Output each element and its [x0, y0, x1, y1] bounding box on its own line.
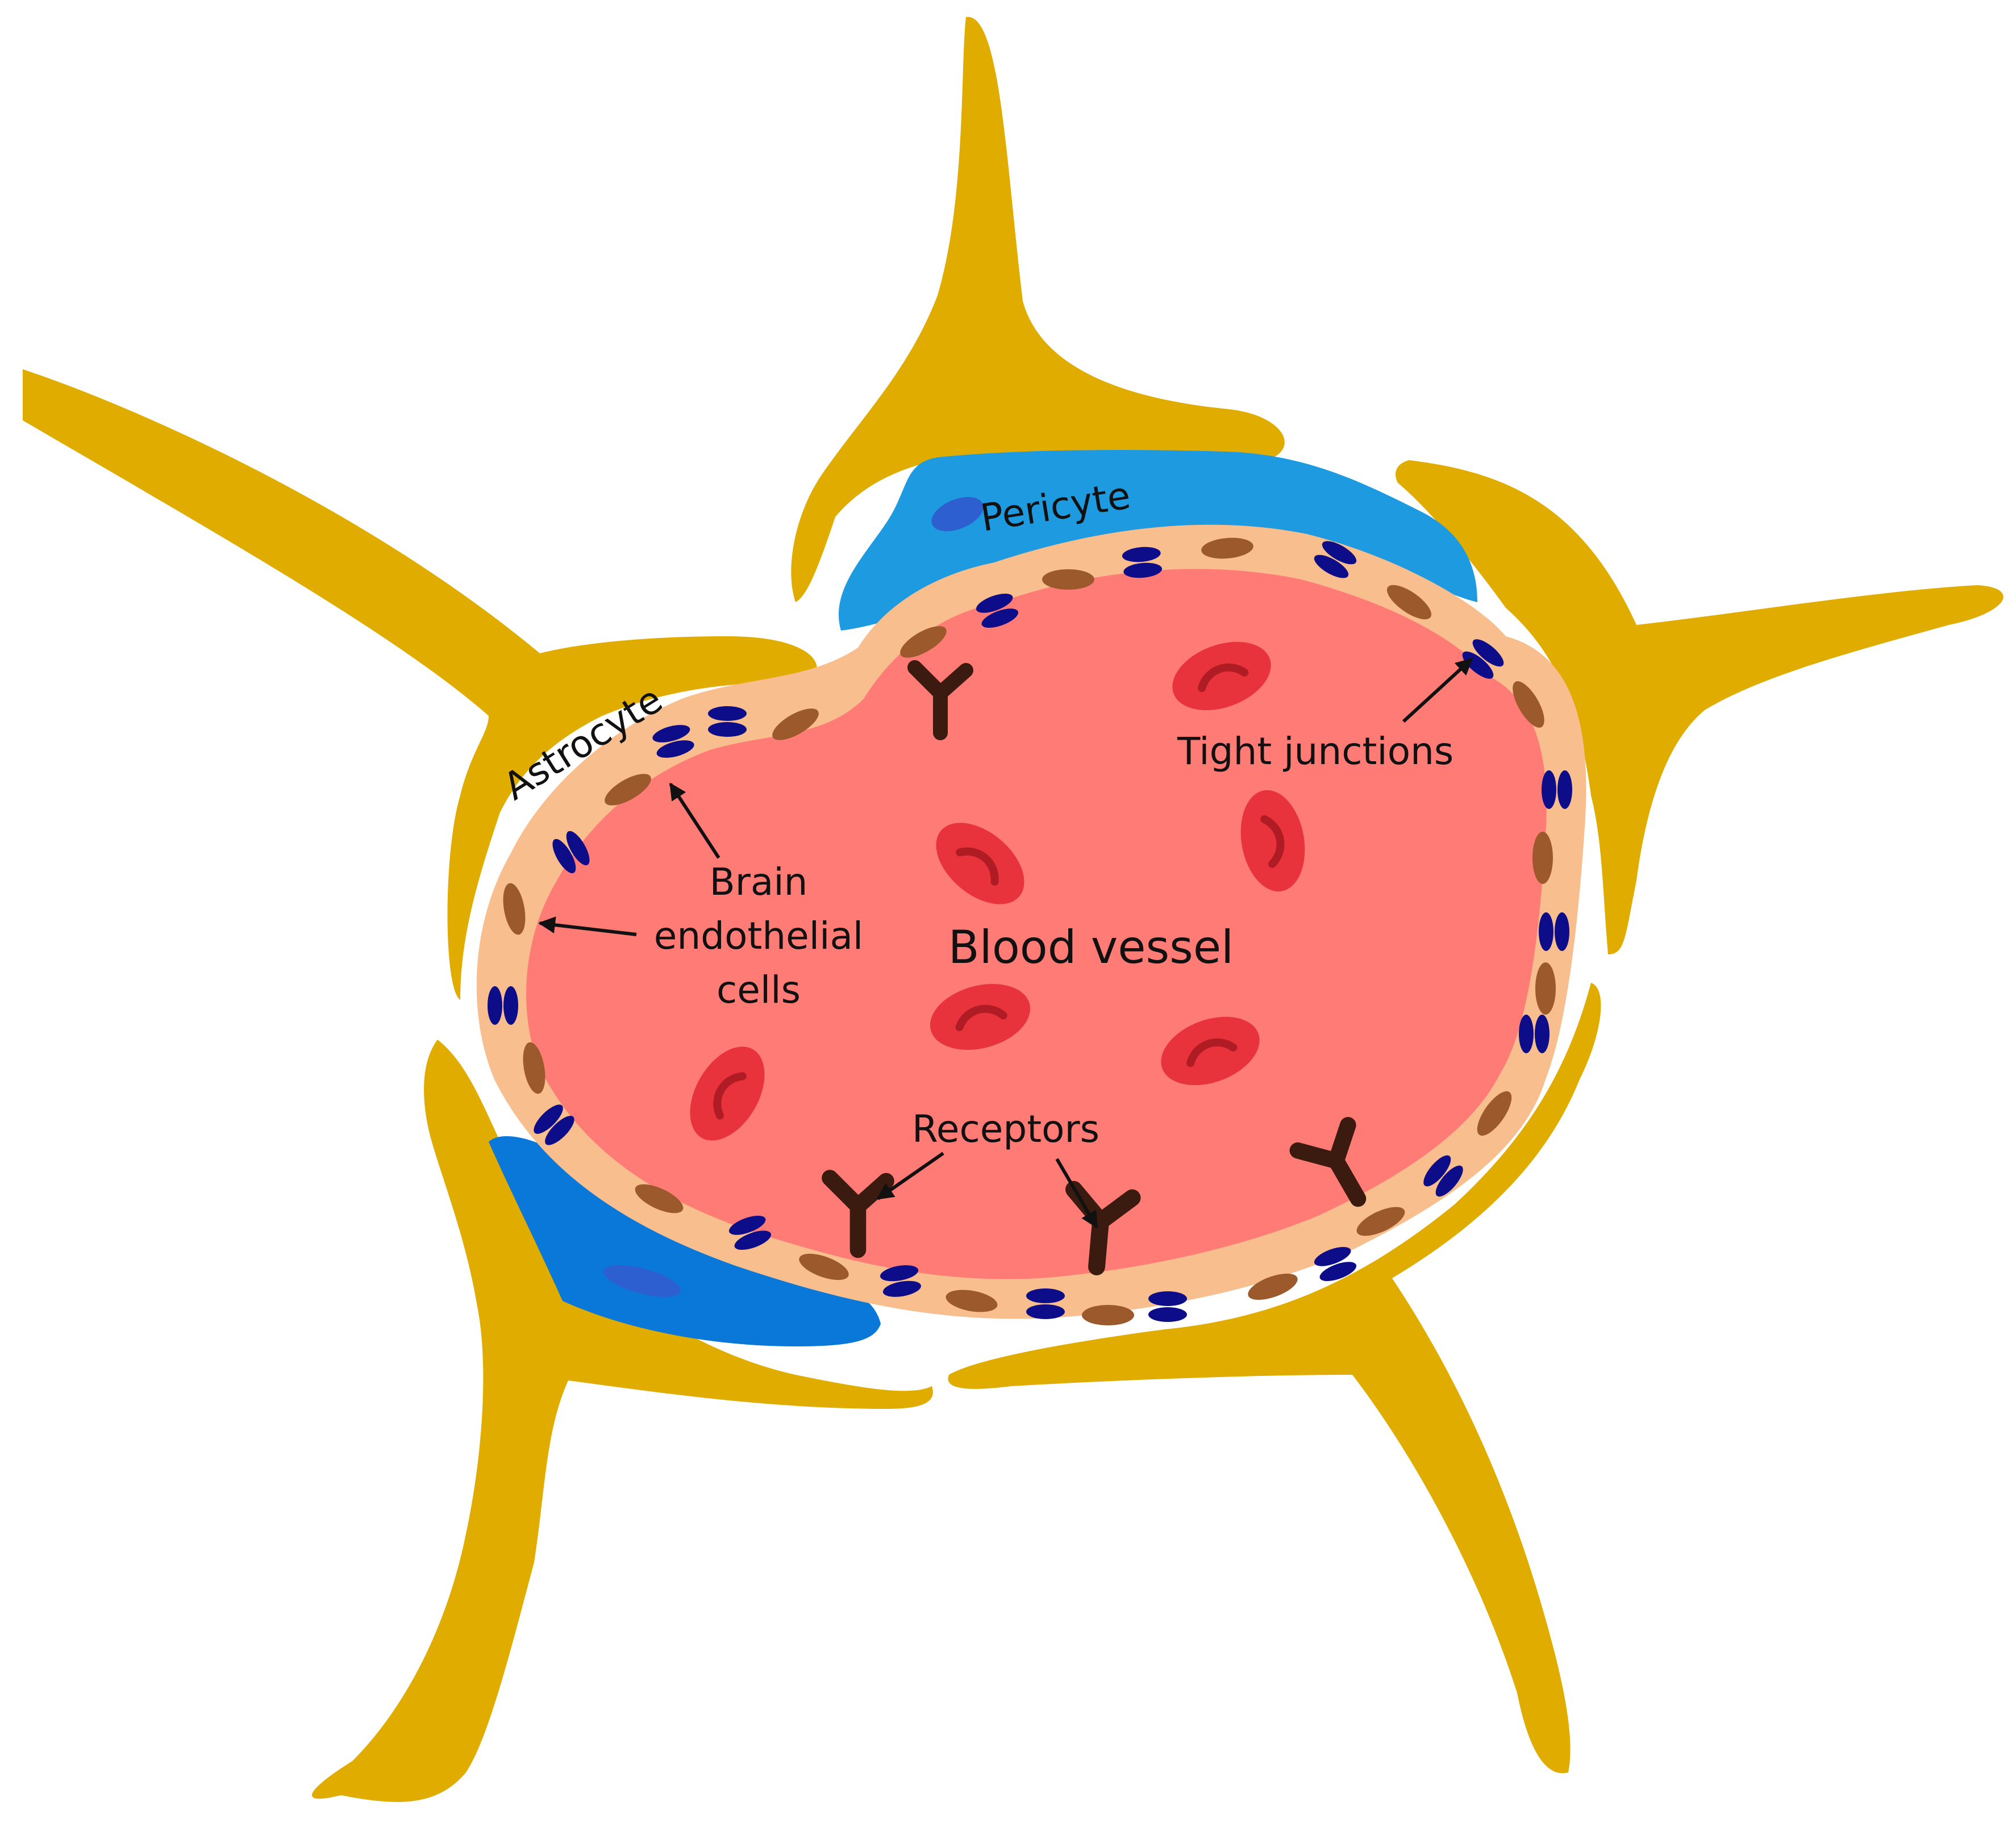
receptors: [822, 660, 1367, 1275]
nucleus-icon: [503, 883, 526, 935]
tight-junction-icon: [1519, 1015, 1550, 1053]
tight-junction-icon: [1423, 1155, 1463, 1197]
nucleus-icon: [1386, 585, 1432, 620]
receptor-icon: [1289, 1117, 1367, 1207]
nucleus-icon: [523, 1042, 545, 1094]
tight-junction-icon: [1314, 1246, 1357, 1282]
nucleus-icon: [1513, 681, 1544, 728]
brain-endothelial-label-line2: endothelial: [654, 914, 863, 958]
tight-junction-icon: [976, 593, 1019, 628]
tight-junction-icon: [652, 725, 694, 758]
receptors-label: Receptors: [912, 1107, 1099, 1151]
nucleus-icon: [1477, 1091, 1512, 1136]
tight-junction-icon: [1148, 1291, 1187, 1322]
red-blood-cell-icon: [936, 823, 1024, 904]
tight-junction-icon: [534, 1104, 574, 1145]
arrow-tight-junctions: [1402, 657, 1473, 723]
tight-junction-icon: [880, 1265, 921, 1297]
tight-junctions-label: Tight junctions: [1177, 729, 1453, 773]
blood-vessel-label: Blood vessel: [948, 921, 1234, 974]
tight-junction-icon: [1542, 770, 1572, 809]
tight-junction-icon: [1122, 547, 1163, 578]
astrocyte: [23, 16, 2003, 1802]
arrow-endothelial-lower: [538, 916, 637, 936]
nucleus-icon: [772, 708, 819, 740]
endothelial-nuclei: [503, 537, 1556, 1325]
tight-junction-icon: [488, 986, 518, 1025]
brain-endothelial-label-line3: cells: [717, 968, 801, 1012]
nucleus-icon: [1082, 1305, 1134, 1325]
tight-junction-icon: [552, 831, 590, 874]
red-blood-cell-icon: [1161, 1016, 1260, 1086]
red-blood-cells: [690, 641, 1305, 1141]
tight-junction-icon: [708, 706, 747, 737]
brain-endothelial-label-line1: Brain: [709, 860, 807, 904]
arrow-receptor-left: [876, 1152, 944, 1200]
nucleus-icon: [799, 1253, 849, 1280]
tight-junction-icon: [728, 1215, 772, 1250]
nucleus-icon: [1042, 569, 1094, 590]
tight-junction-icon: [1539, 912, 1569, 951]
red-blood-cell-icon: [690, 1046, 765, 1141]
nucleus-icon: [1201, 537, 1253, 559]
nucleus-icon: [1248, 1273, 1298, 1300]
nucleus-icon: [945, 1290, 998, 1312]
nucleus-icon: [1356, 1207, 1405, 1236]
receptor-icon: [907, 660, 973, 740]
red-blood-cell-icon: [1240, 790, 1305, 892]
tight-junction-icon: [1314, 541, 1357, 578]
nucleus-icon: [900, 626, 947, 658]
pericyte-top: [839, 450, 1477, 631]
blood-vessel-lumen: [526, 569, 1547, 1279]
label-arrows: [538, 657, 1473, 1229]
arrow-receptor-right: [1055, 1158, 1098, 1229]
tight-junction-icon: [1026, 1288, 1065, 1319]
arrow-endothelial-upper: [669, 782, 720, 859]
nucleus-icon: [931, 497, 984, 532]
red-blood-cell-icon: [1172, 641, 1271, 711]
nucleus-icon: [1532, 832, 1553, 884]
nucleus-icon: [635, 1184, 684, 1213]
red-blood-cell-icon: [930, 983, 1031, 1050]
nucleus-icon: [1535, 962, 1556, 1015]
nucleus-icon: [605, 774, 651, 806]
nucleus-icon: [603, 1265, 681, 1297]
